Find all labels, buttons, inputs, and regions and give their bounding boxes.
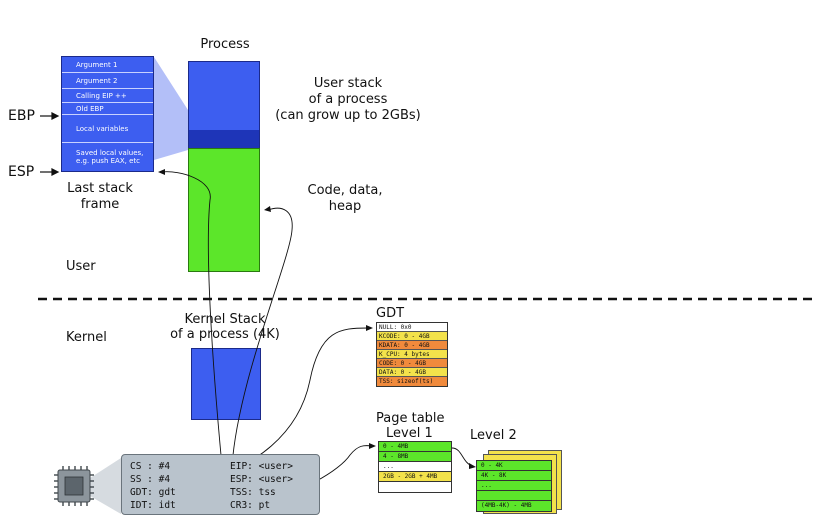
gdt-entry: TSS: sizeof(ts) (377, 377, 447, 386)
code-data-heap-block (188, 148, 260, 272)
page-table-l1-entry: 2GB - 2GB + 4MB (379, 472, 451, 482)
page-table-title: Page table (376, 411, 445, 426)
user-stack-caption-2: of a process (308, 92, 388, 107)
frame-row-argument-2: Argument 2 (62, 73, 153, 89)
last-frame-caption-2: frame (80, 197, 120, 212)
last-frame-caption-1: Last stack (67, 181, 133, 196)
user-space-label: User (66, 259, 96, 274)
gdt-entry: CODE: 0 - 4GB (377, 359, 447, 368)
frame-row-old-ebp: Old EBP (62, 103, 153, 115)
kernel-stack-caption-1: Kernel Stack (184, 312, 266, 327)
frame-saved-line-1: Saved local values, (76, 149, 144, 157)
reg-ss: SS : #4 (130, 474, 171, 485)
frame-row-saved-values: Saved local values, e.g. push EAX, etc (62, 143, 153, 171)
code-caption-1: Code, data, (307, 183, 383, 198)
page-table-level2-title: Level 2 (470, 428, 517, 443)
reg-idt: IDT: idt (130, 500, 176, 511)
user-stack-caption-3: (can grow up to 2GBs) (275, 108, 421, 123)
reg-cs: CS : #4 (130, 461, 171, 472)
cpu-chip-icon (54, 466, 94, 506)
user-stack-block (188, 61, 260, 130)
page-table-l1-entry: ... (379, 462, 451, 472)
reg-gdt: GDT: gdt (130, 487, 176, 498)
ebp-label: EBP (8, 108, 35, 124)
gdt-title: GDT (376, 306, 405, 321)
cpu-zoom-shade (90, 458, 121, 514)
page-table-l2-entry: (4MB-4K) - 4MB (481, 502, 532, 509)
reg-tss: TSS: tss (230, 487, 276, 498)
eip-to-stack-curve (161, 171, 223, 467)
stack-frame-detail: Argument 1 Argument 2 Calling EIP ++ Old… (61, 56, 154, 172)
frame-row-calling-eip: Calling EIP ++ (62, 89, 153, 103)
frame-row-local-variables: Local variables (62, 115, 153, 143)
reg-eip: EIP: <user> (230, 461, 293, 472)
gdt-entry: NULL: 0x0 (377, 323, 447, 332)
page-table-l1-entry (379, 482, 451, 492)
gdt-entry: KCODE: 0 - 4GB (377, 332, 447, 341)
gdt-entry: K_CPU: 4 bytes (377, 350, 447, 359)
kernel-stack-block (191, 348, 261, 420)
esp-label: ESP (8, 164, 35, 180)
frame-saved-line-2: e.g. push EAX, etc (76, 157, 140, 165)
curve-arrowheads (158, 169, 476, 469)
reg-esp: ESP: <user> (230, 474, 293, 485)
frame-zoom-shade (154, 57, 188, 160)
ebp-arrow (40, 112, 60, 120)
page-table-l2-entry: ... (477, 481, 551, 491)
reg-cr3: CR3: pt (230, 500, 271, 511)
gdt-entry: KDATA: 0 - 4GB (377, 341, 447, 350)
process-title: Process (200, 37, 250, 52)
esp-to-heap-curve (231, 207, 293, 467)
cpu-register-panel: CS : #4 SS : #4 GDT: gdt IDT: idt EIP: <… (121, 454, 320, 515)
reference-curves (161, 171, 473, 501)
page-table-l2-entry (477, 491, 551, 501)
frame-row-argument-1: Argument 1 (62, 57, 153, 73)
kernel-space-label: Kernel (66, 330, 107, 345)
esp-arrow (40, 168, 60, 176)
last-frame-block (188, 130, 260, 148)
page-table-level1-title: Level 1 (386, 426, 433, 441)
page-table-l1-entry: 0 - 4MB (379, 442, 451, 452)
page-table-l1-entry: 4 - 8MB (379, 452, 451, 462)
page-table-l2-entry: 0 - 4K (477, 461, 551, 471)
code-caption-2: heap (328, 199, 362, 214)
kernel-stack-caption-2: of a process (4K) (170, 327, 280, 342)
gdt-entry: DATA: 0 - 4GB (377, 368, 447, 377)
user-stack-caption-1: User stack (313, 76, 383, 91)
page-table-l2-entry: 4K - 8K (477, 471, 551, 481)
